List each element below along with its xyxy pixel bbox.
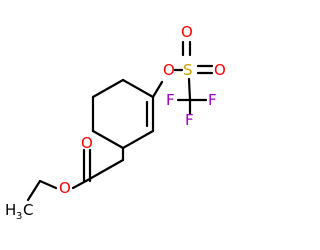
atom-f-bottom: F — [185, 111, 194, 129]
molecule-structure: O S O O F F F O O H 3 C — [5, 23, 226, 222]
atom-o-triflate: O — [163, 61, 175, 79]
atom-labels: O S O O F F F O O H 3 C — [5, 23, 226, 222]
bond-ch2-ch3 — [26, 179, 42, 202]
bonds — [26, 40, 214, 202]
bond-ring-c5-c6 — [121, 129, 155, 150]
bond-ring-c4-c5 — [91, 129, 125, 150]
atom-s: S — [183, 61, 193, 79]
atom-methyl-subscript: 3 — [16, 211, 22, 222]
atom-o-sulfonyl-right: O — [214, 61, 226, 79]
atom-o-sulfonyl-top: O — [181, 23, 193, 41]
bond-ring-c1-c2 — [121, 78, 155, 99]
bond-oester-ch2 — [38, 179, 58, 190]
bond-carbonyl-oester — [71, 179, 88, 190]
atom-f-right: F — [208, 91, 217, 109]
bond-ring-c2-c3 — [91, 78, 125, 99]
atom-methyl-c: C — [23, 201, 33, 219]
atom-f-left: F — [166, 91, 175, 109]
bond-c1-o1 — [151, 80, 164, 99]
atom-methyl-label: H 3 C — [5, 201, 33, 222]
atom-methyl-h: H — [5, 201, 16, 219]
bond-s-cf3 — [187, 77, 192, 102]
atom-o-ester: O — [59, 179, 71, 197]
bond-ch2-carbonyl — [84, 158, 125, 183]
atom-o-carbonyl: O — [81, 134, 93, 152]
